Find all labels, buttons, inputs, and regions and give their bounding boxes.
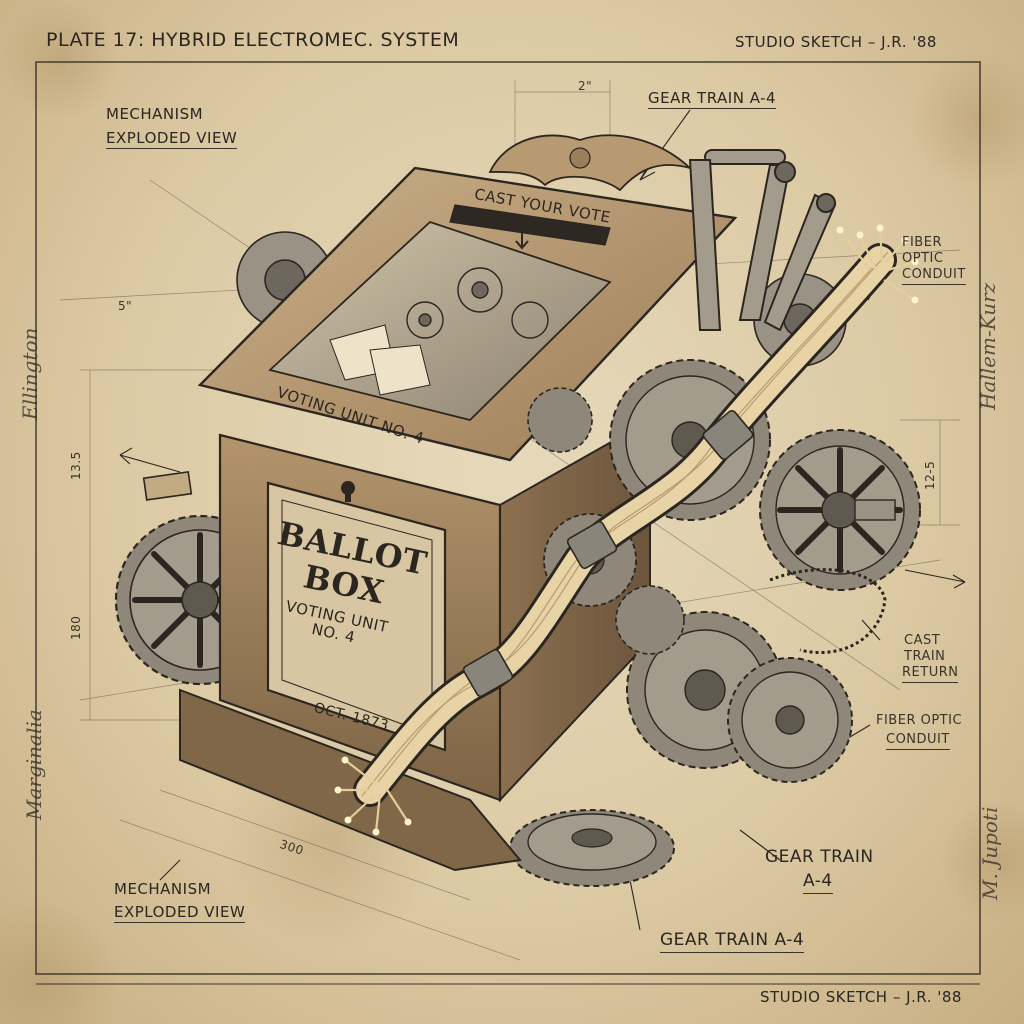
margin-signature-lower-right: M. Jupoti	[978, 806, 1002, 900]
callout-gear-train-bottom: GEAR TRAIN A-4	[660, 930, 805, 953]
lever-linkage	[688, 149, 837, 332]
dimension-top: 2"	[578, 79, 593, 93]
bottom-gear	[509, 809, 675, 887]
dimension-left-upper: 13.5	[69, 451, 83, 480]
dimension-left-lower: 180	[69, 615, 83, 640]
callout-gear-train-top: GEAR TRAIN A-4	[648, 89, 777, 110]
plate-title: PLATE 17: HYBRID ELECTROMEC. SYSTEM	[46, 29, 460, 51]
dimension-right: 12-5	[923, 460, 937, 490]
credit-bottom: STUDIO SKETCH – J.R. '88	[760, 988, 962, 1006]
margin-signature-lower-left: Marginalia	[22, 709, 46, 820]
plate-frame	[35, 61, 981, 975]
fiber-optic-bundle	[334, 224, 919, 836]
margin-signature-right: Hallem-Kurz	[976, 282, 1000, 410]
dimension-small: 5"	[118, 299, 133, 313]
margin-signature-left: Ellington	[18, 327, 42, 420]
credit-top: STUDIO SKETCH – J.R. '88	[735, 33, 937, 51]
